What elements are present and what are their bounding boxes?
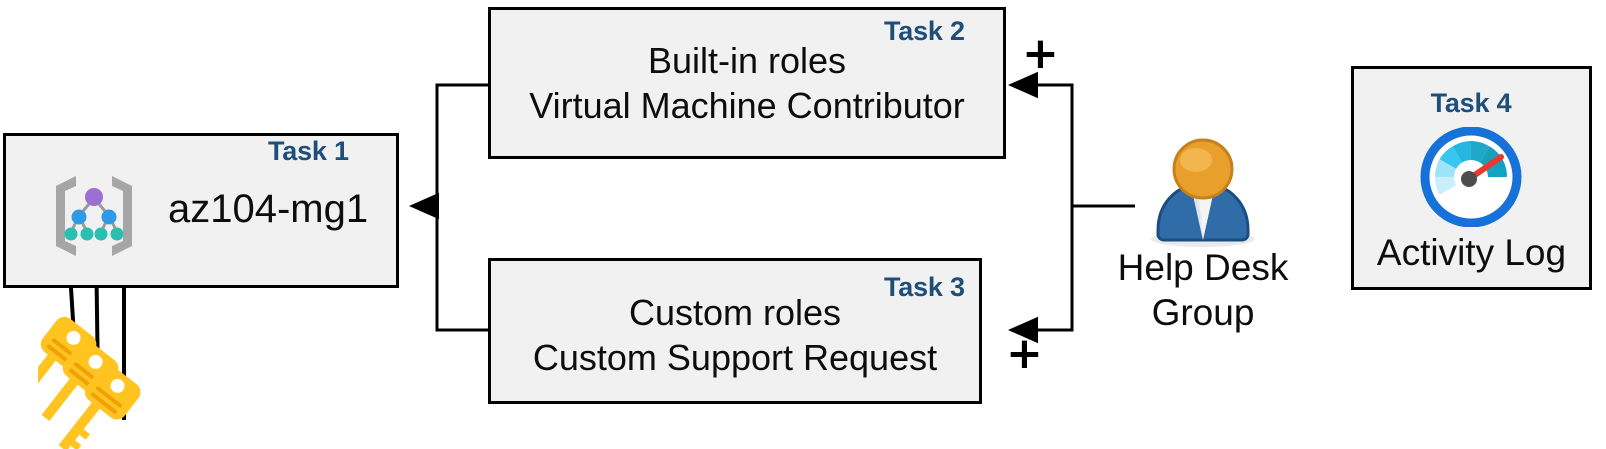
task-3-box[interactable] [488, 258, 982, 404]
task-2-label: Task 2 [884, 16, 965, 46]
task-3-plus-icon: + [1006, 328, 1043, 379]
user-group-icon [1136, 136, 1270, 248]
task-1-resource-name: az104-mg1 [168, 187, 369, 231]
task-4-label: Task 4 [1430, 88, 1512, 118]
task-3-label: Task 3 [884, 272, 965, 302]
actor-label-line-2: Group [1151, 292, 1255, 333]
gauge-icon [1415, 126, 1527, 228]
task-1-box[interactable] [3, 133, 399, 288]
task-3-line-1: Custom roles [628, 292, 842, 333]
task-2-plus-icon: + [1022, 28, 1059, 79]
task-2-line-2: Virtual Machine Contributor [529, 85, 965, 126]
task-4-resource-name: Activity Log [1376, 232, 1567, 273]
task-2-box[interactable] [488, 7, 1006, 159]
roles-to-mg-connector [409, 83, 488, 332]
management-group-icon [46, 172, 142, 258]
keys-icon [19, 315, 148, 449]
task-1-label: Task 1 [268, 136, 349, 166]
task-3-line-2: Custom Support Request [532, 337, 938, 378]
actor-label-line-1: Help Desk [1117, 247, 1289, 288]
task-2-line-1: Built-in roles [647, 40, 847, 81]
